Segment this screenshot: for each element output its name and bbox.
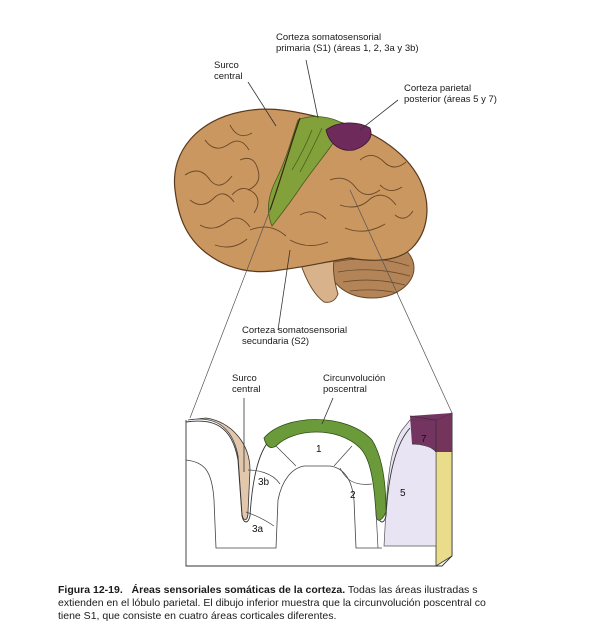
label-central-sulcus-bottom: Surco central — [232, 373, 261, 395]
caption-line1: Todas las áreas ilustradas s — [348, 584, 478, 596]
caption-line3: tiene S1, que consiste en cuatro áreas c… — [58, 610, 599, 623]
label-postcentral-gyrus: Circunvolución poscentral — [323, 373, 385, 395]
brain-illustration — [174, 109, 427, 302]
label-posterior-parietal: Corteza parietal posterior (áreas 5 y 7) — [404, 83, 497, 105]
area-3a-label: 3a — [252, 524, 264, 535]
figure-title: Áreas sensoriales somáticas de la cortez… — [132, 584, 346, 596]
caption-line2: extienden en el lóbulo parietal. El dibu… — [58, 597, 599, 610]
area-2-label: 2 — [350, 490, 356, 501]
label-s2: Corteza somatosensorial secundaria (S2) — [242, 325, 347, 347]
figure-number: Figura 12-19. — [58, 584, 123, 596]
area-5-label: 5 — [400, 488, 406, 499]
area-7-label: 7 — [421, 434, 427, 445]
area-1-label: 1 — [316, 444, 322, 455]
area-3b-label: 3b — [258, 477, 270, 488]
label-central-sulcus-top: Surco central — [214, 60, 243, 82]
figure-caption: Figura 12-19. Áreas sensoriales somática… — [58, 584, 599, 623]
cortex-section-diagram — [186, 413, 452, 566]
label-s1: Corteza somatosensorial primaria (S1) (á… — [276, 32, 419, 54]
